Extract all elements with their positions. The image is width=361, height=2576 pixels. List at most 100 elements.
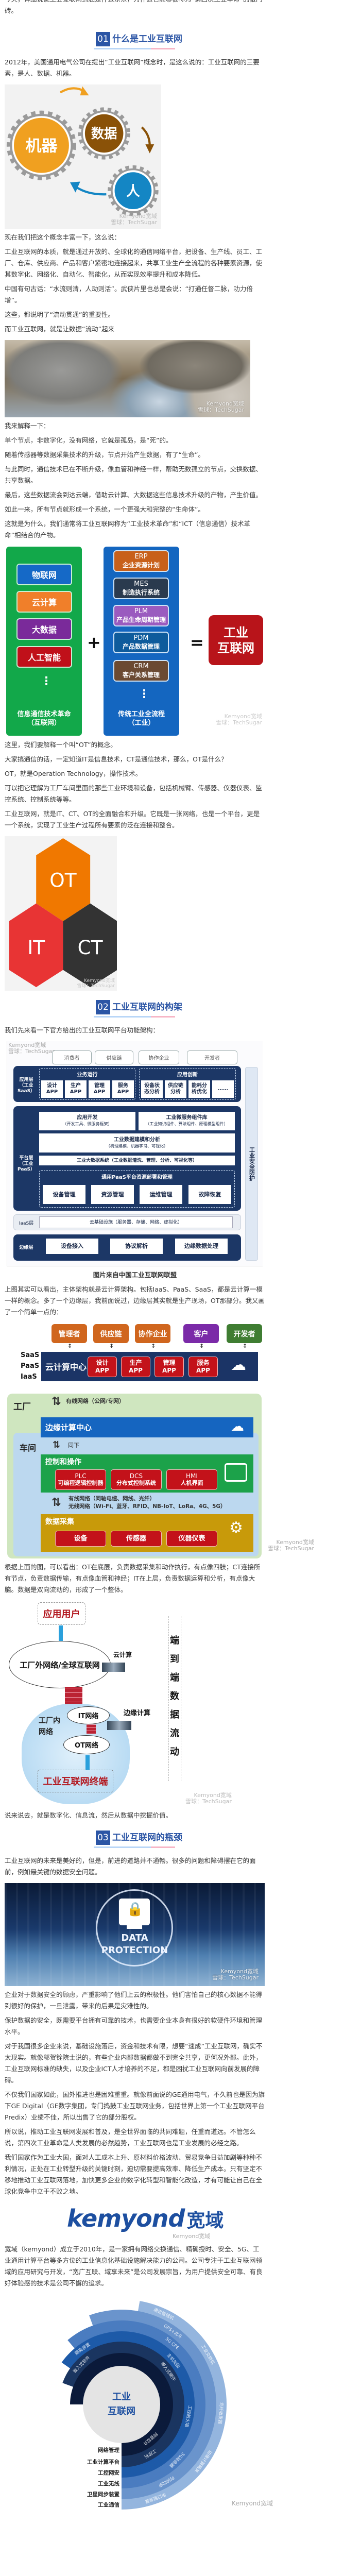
innovation-group [139, 1068, 236, 1100]
edge-computing-label: 边缘计算 [124, 1709, 151, 1717]
item-label: 客户关系管理 [122, 671, 160, 679]
band-label: 工控网安 [98, 2470, 119, 2476]
paragraph: 可以把它理解为工厂车间里面的那些工业环境和设备，包括机械臂、传感器、仪器仪表、监… [5, 784, 263, 803]
data-gear [78, 107, 130, 160]
arrow-icon: ↕ [109, 1343, 114, 1349]
ict-item: 云计算 [16, 591, 72, 613]
item-abbr: PLM [134, 607, 148, 615]
application-layer-label: 应用层（工业SaaS） [17, 1077, 36, 1094]
watermark: Kemyond宽域雪球：TechSugar [268, 1539, 314, 1552]
iaas-layer-label: IaaS层 [19, 1221, 34, 1226]
ict-item: 大数据 [16, 618, 72, 640]
data-label: 数据 [91, 126, 117, 141]
product-rings-diagram: 网络管理工业计算平台工控网安工业无线卫星同步装置工业通信网管软件嵌入式软件嵌入式… [0, 2294, 361, 2516]
rings-center-label: 工业互联网 [108, 2392, 135, 2417]
rings-svg [61, 2301, 227, 2510]
innovation-box: 供应链分析 [165, 1080, 186, 1098]
figure-caption: 图片来自中国工业互联网联盟 [93, 1271, 177, 1279]
platform-layer-label: 平台层（工业PaaS） [18, 1156, 35, 1172]
watermark: Kemyond宽域雪球：TechSugar [185, 1792, 232, 1805]
control-desc: 可编程逻辑控制器 [58, 1480, 104, 1486]
innovation-box: 设备状态分析 [141, 1080, 163, 1098]
section-heading-01: 01 什么是工业互联网 [94, 32, 182, 50]
intro-line: 今天，详细说说工业互联网到底是什么东东，为什么它能够被称为“第四次工业革命”的敲… [5, 0, 262, 14]
watermark: Kemyond宽域 [232, 2500, 273, 2507]
actor-supply-chain: 供应链 [95, 1050, 133, 1064]
paragraph: 现在我们把这个概念丰富一下，这么说： [5, 233, 121, 241]
section-number: 03 [96, 1831, 110, 1845]
underline-accent [151, 1016, 175, 1018]
paragraph: 不仅我们国家如此，国外推进也是困难重重。就像前面说的GE通用电气，不久前也是因为… [5, 2091, 265, 2121]
innovation-box: 能耗分析优化 [188, 1080, 210, 1098]
control-desc: 分布式控制系统 [116, 1480, 156, 1486]
app-line: 生产 [71, 1083, 81, 1089]
actor-box: 管理者 [51, 1324, 87, 1343]
app-line: APP [95, 1367, 109, 1374]
it-label: IT [27, 936, 45, 959]
paragraph: 所以说，推动工业互联网发展和普及，是全世界面临的共同难题，任重而道远。不管怎么说… [5, 2128, 256, 2147]
actor-box: 协作企业 [135, 1324, 170, 1343]
item-label: 企业资源计划 [122, 562, 160, 569]
watermark: Kemyond宽域雪球：TechSugar [216, 713, 262, 726]
collect-item: 传感器 [111, 1531, 162, 1547]
paragraph: 随着传感器等数据采集技术的升级，节点开始产生数据，有了“生命”。 [5, 451, 204, 459]
watermark: Kemyond宽域 [173, 2233, 211, 2240]
equals-sign: = [190, 633, 204, 652]
app-line: 设计 [96, 1359, 109, 1366]
section-number: 02 [96, 1000, 110, 1014]
people-label: 人 [126, 183, 140, 199]
app-line: 管理 [94, 1083, 105, 1089]
paragraph: 这就是为什么，我们通常将工业互联网称为“工业技术革命”和“ICT（信息通信）技术… [5, 520, 250, 539]
app-line: APP [196, 1367, 210, 1374]
cloud-center-label: 云计算中心 [45, 1362, 87, 1372]
cloud-computing-label: 云计算 [113, 1651, 132, 1658]
it-network-cloud: IT网络 [67, 1706, 110, 1724]
app-line: 服务 [197, 1359, 210, 1366]
arrow-icon: ↕ [199, 1343, 204, 1349]
paragraph: 中国有句古话：“水流则清，人动则活”。武侠片里也总是会说：“打通任督二脉，功力倍… [5, 285, 253, 304]
paragraph: OT，就是Operation Technology，操作技术。 [5, 770, 142, 777]
rings-center-circle [83, 2366, 160, 2443]
ot-it-ct-hexagon-image: OT IT CT Kemyond宽域雪球：TechSugar [5, 836, 117, 991]
app-user-box: 应用用户 [38, 1602, 85, 1625]
app-line: APP [70, 1089, 82, 1095]
robot-arm-icon: ⚙ [229, 1519, 243, 1537]
arrow-brown [141, 126, 151, 146]
paragraph: 工业互联网的本质，就是通过开放的、全球化的通信网络平台，把设备、生产线、员工、工… [5, 248, 263, 278]
collect-label: 数据采集 [45, 1518, 74, 1526]
server-image [107, 1721, 131, 1730]
bidirectional-arrow-icon: ⇅ [51, 1395, 61, 1408]
innovation-group-label: 应用创新 [177, 1072, 198, 1078]
stream-stones-photo: Kemyond宽域雪球：TechSugar [5, 340, 250, 417]
paragraph: 如此一来，所有节点就形成一个系统，一个更强大和完整的“生命体”。 [5, 505, 204, 513]
paas-item: 设备管理 [43, 1185, 85, 1204]
paragraph: 根据上面的图，可以看出：OT在底层，负责数据采集和动作执行，有点像四肢；CT连接… [5, 1563, 261, 1594]
bidirectional-arrow-icon: ⇅ [53, 1439, 61, 1450]
ot-network-cloud: OT网络 [63, 1735, 110, 1754]
firewall-icon [65, 1687, 82, 1706]
innov-line: 能耗分 [192, 1083, 207, 1089]
paragraph: 我们先来看一下官方给出的工业互联网平台功能架构： [5, 1026, 160, 1034]
ct-hexagon [63, 903, 117, 988]
actor-box: 客户 [183, 1324, 219, 1343]
ict-caption: 信息通信技术革命（互联网） [17, 710, 71, 727]
arrow-blue [75, 185, 107, 196]
ict-more-dots: ⋮ [41, 675, 52, 688]
actor-box: 开发者 [227, 1324, 262, 1343]
machine-label: 机器 [26, 137, 58, 155]
watermark: Kemyond宽域雪球：TechSugar [111, 213, 157, 226]
monitor-stand [127, 1925, 142, 1929]
section-title: 什么是工业互联网 [112, 34, 182, 44]
section-title: 工业互联网的瓶颈 [112, 1833, 182, 1843]
edge-item: 边缘数据处理 [175, 1239, 228, 1254]
microservice-library-box: 工业微服务组件库（工业知识组件、算法组件、原理模型组件） [139, 1112, 235, 1130]
innov-line: 分析 [170, 1089, 181, 1095]
band-label: 工业无线 [98, 2480, 119, 2487]
